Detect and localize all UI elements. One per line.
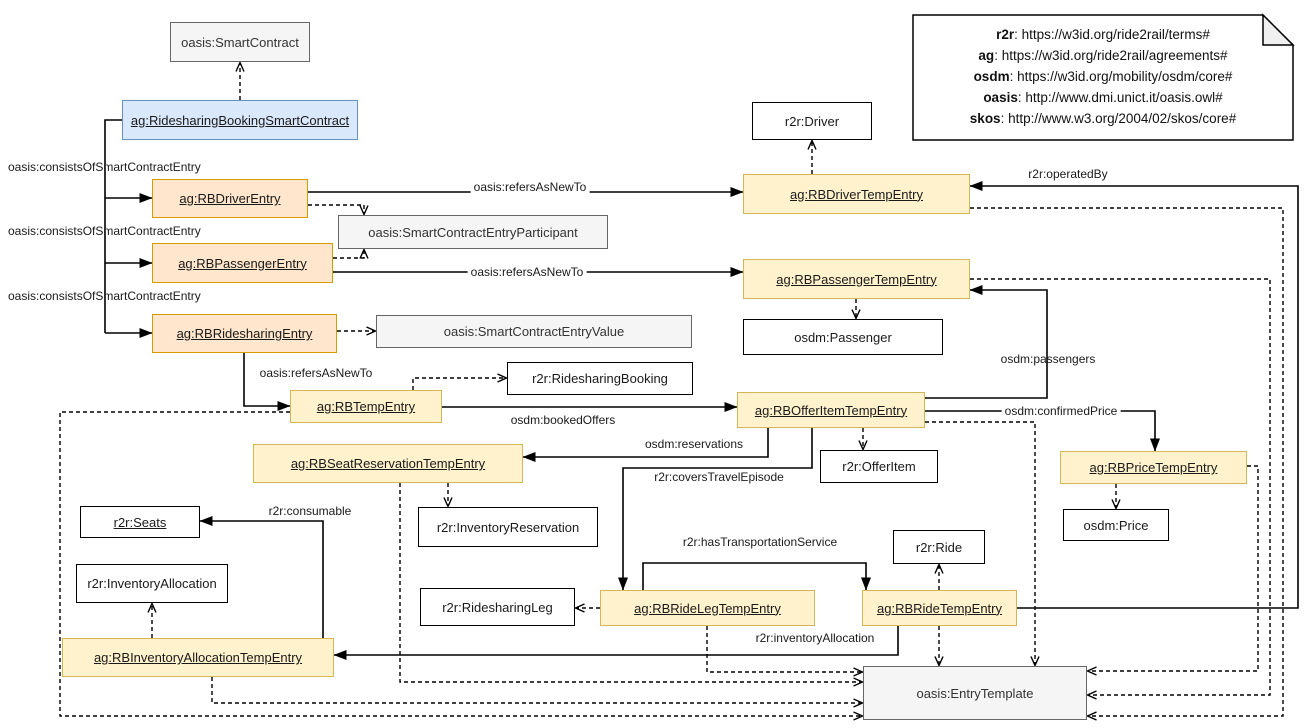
- edge-consumable: [199, 516, 324, 638]
- legend-line: oasis: http://www.dmi.unict.it/oasis.owl…: [983, 90, 1223, 105]
- edge-seatreservationtemp-template: [399, 483, 865, 687]
- node-osdm-price: osdm:Price: [1063, 509, 1169, 541]
- node-r2r-ridesharingleg: r2r:RidesharingLeg: [420, 588, 575, 626]
- edge-rbtemp-booking: [412, 373, 509, 390]
- node-ag-rbdriverentry: ag:RBDriverEntry: [152, 179, 308, 218]
- edge-label-covers-travel-episode: r2r:coversTravelEpisode: [654, 470, 784, 484]
- node-r2r-inventoryreservation: r2r:InventoryReservation: [418, 507, 598, 547]
- node-ag-ridesharingbookingsmartcontract: ag:RidesharingBookingSmartContract: [122, 100, 358, 140]
- edge-refers-ridesharing: [243, 353, 291, 411]
- edge-label-refers-2: oasis:refersAsNewTo: [467, 265, 587, 279]
- edge-label-consists-2: oasis:consistsOfSmartContractEntry: [8, 224, 201, 238]
- node-ag-rbinventoryallocationtempentry: ag:RBInventoryAllocationTempEntry: [62, 638, 334, 677]
- node-r2r-inventoryallocation: r2r:InventoryAllocation: [76, 564, 228, 603]
- node-ag-rbpricetempentry: ag:RBPriceTempEntry: [1060, 451, 1247, 484]
- node-r2r-offeritem: r2r:OfferItem: [820, 450, 938, 483]
- node-oasis-smartcontractentryvalue: oasis:SmartContractEntryValue: [376, 315, 692, 348]
- namespace-legend: r2r: https://w3id.org/ride2rail/terms# a…: [913, 24, 1293, 129]
- node-oasis-smartcontractentryparticipant: oasis:SmartContractEntryParticipant: [338, 215, 608, 249]
- legend-line: r2r: https://w3id.org/ride2rail/terms#: [996, 27, 1210, 42]
- node-r2r-ridesharingbooking: r2r:RidesharingBooking: [507, 362, 693, 395]
- node-oasis-entrytemplate: oasis:EntryTemplate: [863, 666, 1087, 720]
- legend-line: ag: https://w3id.org/ride2rail/agreement…: [978, 48, 1228, 63]
- node-r2r-driver: r2r:Driver: [752, 102, 872, 140]
- edge-operated-by: [969, 181, 1299, 609]
- node-ag-rbpassengerentry: ag:RBPassengerEntry: [152, 243, 333, 283]
- node-ag-rbtempentry: ag:RBTempEntry: [290, 390, 442, 423]
- edge-reservations: [522, 428, 769, 462]
- node-ag-rbridetempentry: ag:RBRideTempEntry: [862, 590, 1017, 626]
- edge-covers-travel-episode: [618, 428, 813, 591]
- edge-label-confirmed-price: osdm:confirmedPrice: [1001, 404, 1121, 418]
- node-ag-rbdrivertempentry: ag:RBDriverTempEntry: [743, 174, 970, 214]
- edge-drivertemp-template: [970, 207, 1284, 721]
- edge-ridelegtemp-template: [706, 626, 865, 677]
- edge-label-passengers: osdm:passengers: [1000, 352, 1096, 366]
- legend-line: osdm: https://w3id.org/mobility/osdm/cor…: [973, 69, 1233, 84]
- edge-offeritemtemp-template: [925, 421, 1040, 668]
- edge-has-transportation-service: [642, 562, 871, 591]
- edge-driverentry-participant: [308, 204, 369, 217]
- edge-label-reservations: osdm:reservations: [644, 437, 744, 451]
- edge-invallocationtemp-template: [211, 677, 865, 708]
- edge-label-refers-1: oasis:refersAsNewTo: [470, 180, 590, 194]
- node-ag-rbridelegtempentry: ag:RBRideLegTempEntry: [600, 590, 815, 626]
- node-oasis-smartcontract: oasis:SmartContract: [170, 22, 310, 62]
- edge-consists-trunk: [104, 119, 122, 333]
- edge-inventory-allocation: [333, 626, 899, 660]
- node-ag-rbpassengertempentry: ag:RBPassengerTempEntry: [743, 259, 970, 299]
- edge-passengerentry-participant: [333, 247, 369, 259]
- edge-passengertemp-template: [970, 278, 1271, 700]
- node-ag-rbofferitemtempentry: ag:RBOfferItemTempEntry: [737, 392, 925, 428]
- edge-passengers: [925, 285, 1048, 399]
- node-osdm-passenger: osdm:Passenger: [743, 319, 943, 355]
- legend-note-shape: [912, 13, 1295, 141]
- edge-label-inventory-allocation: r2r:inventoryAllocation: [755, 631, 875, 645]
- edge-pricetemp-template: [1085, 465, 1259, 676]
- node-ag-rbseatreservationtempentry: ag:RBSeatReservationTempEntry: [253, 444, 523, 483]
- edge-rbtemp-template: [59, 411, 865, 721]
- edge-label-operated-by: r2r:operatedBy: [1028, 167, 1108, 181]
- edge-label-has-transportation-service: r2r:hasTransportationService: [682, 535, 838, 549]
- edge-label-consists-1: oasis:consistsOfSmartContractEntry: [8, 160, 201, 174]
- edge-label-consists-3: oasis:consistsOfSmartContractEntry: [8, 289, 201, 303]
- node-ag-rbridesharingentry: ag:RBRidesharingEntry: [152, 314, 337, 353]
- edge-label-consumable: r2r:consumable: [268, 504, 352, 518]
- node-r2r-ride: r2r:Ride: [893, 530, 985, 564]
- node-r2r-seats: r2r:Seats: [80, 506, 200, 538]
- edge-label-booked-offers: osdm:bookedOffers: [510, 413, 616, 427]
- legend-line: skos: http://www.w3.org/2004/02/skos/cor…: [969, 111, 1237, 126]
- edge-label-refers-3: oasis:refersAsNewTo: [259, 366, 373, 380]
